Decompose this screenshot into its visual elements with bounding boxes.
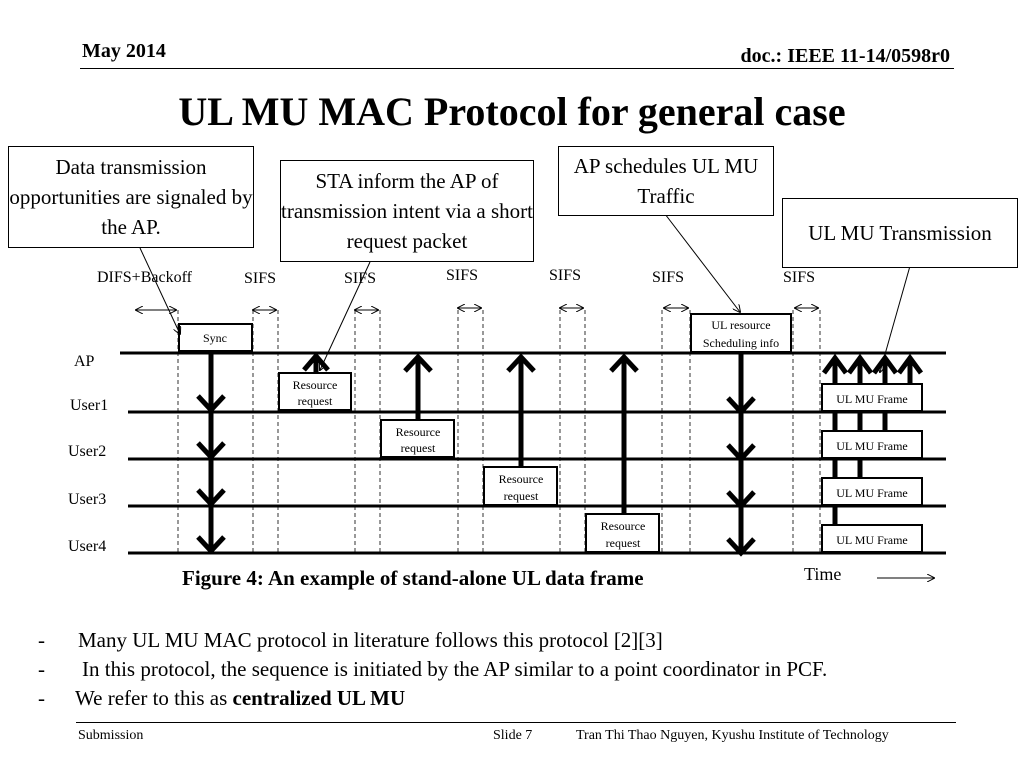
bullet-item: - Many UL MU MAC protocol in literature …	[38, 626, 827, 655]
row-label-user4: User4	[68, 538, 106, 555]
timeline-rows	[120, 351, 946, 555]
sifs-label: SIFS	[446, 267, 478, 284]
footer-divider	[76, 722, 956, 723]
sifs-label: SIFS	[344, 270, 376, 287]
bullet-text: In this protocol, the sequence is initia…	[82, 657, 828, 681]
leader-ul	[880, 265, 911, 372]
resource-request-box-user3	[483, 466, 558, 506]
ul-resource-line1: UL resource	[711, 318, 770, 332]
resource-request-box-user2	[380, 419, 455, 458]
ul-resource-line2: Scheduling info	[703, 336, 779, 350]
bullet-dash: -	[38, 657, 45, 681]
footer-author: Tran Thi Thao Nguyen, Kyushu Institute o…	[576, 728, 889, 743]
figure-caption: Figure 4: An example of stand-alone UL d…	[182, 566, 644, 590]
resource-request-line2: request	[504, 489, 539, 503]
header-divider	[80, 68, 954, 69]
callout-sta-inform: STA inform the AP of transmission intent…	[280, 160, 534, 262]
ul-frame-label: UL MU Frame	[836, 392, 908, 406]
resource-request-line1: Resource	[396, 425, 441, 439]
schedule-down-arrows	[726, 352, 756, 557]
header-date: May 2014	[82, 40, 166, 62]
resource-request-line2: request	[401, 441, 436, 455]
sync-box	[178, 323, 253, 352]
leader-sta	[320, 261, 371, 370]
callout-sta-text: STA inform the AP of transmission intent…	[281, 169, 533, 253]
dashed-guides	[177, 310, 821, 553]
ul-frame-label: UL MU Frame	[836, 533, 908, 547]
resource-request-boxes	[278, 372, 660, 553]
ul-resource-box	[690, 313, 792, 353]
callout-signal: Data transmission opportunities are sign…	[8, 146, 254, 248]
leader-schedule	[664, 213, 740, 312]
row-label-user1: User1	[70, 397, 108, 414]
resource-request-line1: Resource	[499, 472, 544, 486]
callout-ap-text: AP schedules UL MU Traffic	[573, 154, 759, 208]
ul-frame-box-user3	[821, 477, 923, 506]
sifs-label: SIFS	[783, 269, 815, 286]
footer-submission: Submission	[78, 728, 144, 743]
bullet-item: - In this protocol, the sequence is init…	[38, 655, 827, 684]
request-up-arrows	[302, 352, 639, 515]
callout-ul-transmission: UL MU Transmission	[782, 198, 1018, 268]
callout-ul-text: UL MU Transmission	[808, 221, 992, 245]
ul-frame-label: UL MU Frame	[836, 486, 908, 500]
ul-frame-box-user2	[821, 430, 923, 459]
callout-leaders	[139, 213, 911, 372]
resource-request-box-user1	[278, 372, 352, 411]
leader-signal	[139, 247, 180, 334]
header-doc-id: doc.: IEEE 11-14/0598r0	[740, 45, 950, 67]
ul-frame-box-user4	[821, 524, 923, 553]
resource-request-line2: request	[606, 536, 641, 550]
bullet-dash: -	[38, 628, 45, 652]
ul-frame-label: UL MU Frame	[836, 439, 908, 453]
ul-frame-boxes	[821, 383, 923, 553]
bullet-list: - Many UL MU MAC protocol in literature …	[38, 626, 827, 713]
time-label: Time	[804, 564, 841, 584]
bullet-text: We refer to this as centralized UL MU	[75, 684, 405, 713]
row-label-user2: User2	[68, 443, 106, 460]
page-title: UL MU MAC Protocol for general case	[178, 89, 846, 134]
sync-label: Sync	[203, 331, 227, 345]
resource-request-line1: Resource	[601, 519, 646, 533]
sifs-label: SIFS	[652, 269, 684, 286]
row-label-ap: AP	[74, 353, 95, 370]
footer-slide-number: Slide 7	[493, 728, 533, 743]
ul-frame-box-user1	[821, 383, 923, 412]
bullet-text-bold: centralized UL MU	[232, 686, 406, 710]
callout-ap-schedules: AP schedules UL MU Traffic	[558, 146, 774, 216]
bullet-text: Many UL MU MAC protocol in literature fo…	[78, 628, 663, 652]
resource-request-box-user4	[585, 513, 660, 553]
sifs-label: SIFS	[549, 267, 581, 284]
difs-label: DIFS+Backoff	[97, 269, 193, 286]
resource-request-line1: Resource	[293, 378, 338, 392]
bullet-dash: -	[38, 686, 45, 710]
callout-signal-text: Data transmission opportunities are sign…	[9, 155, 253, 239]
sifs-label: SIFS	[244, 270, 276, 287]
interval-arrows	[136, 308, 818, 310]
row-label-user3: User3	[68, 491, 106, 508]
bullet-item: - We refer to this as centralized UL MU	[38, 684, 827, 713]
resource-request-line2: request	[298, 394, 333, 408]
bullet-text-plain: We refer to this as	[75, 686, 233, 710]
sync-down-arrows	[196, 351, 226, 555]
